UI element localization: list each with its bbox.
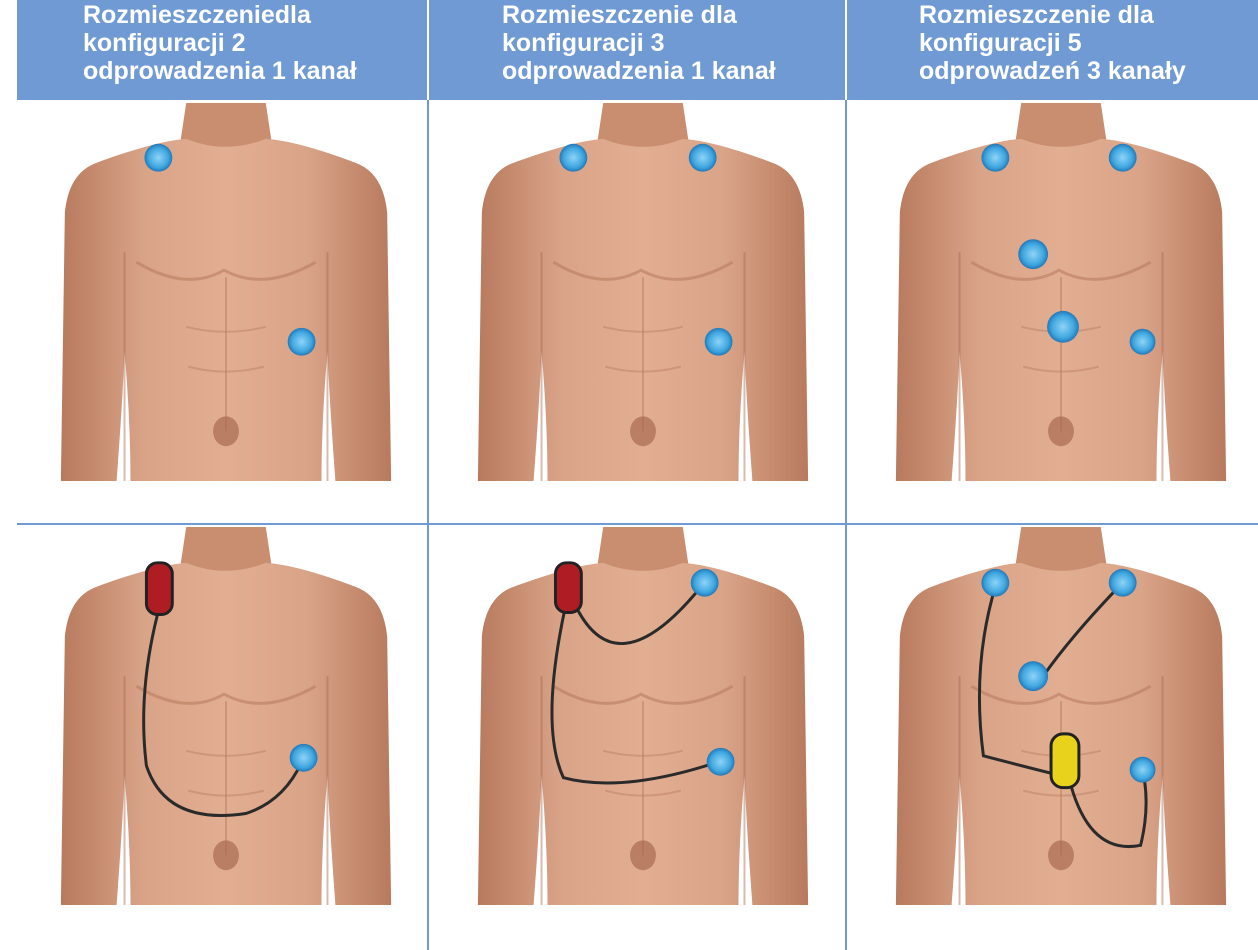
electrode-icon [1047,311,1079,343]
recorder-device-icon [1051,734,1079,788]
placement-image-config-5 [872,102,1250,484]
header-line: odprowadzeń 3 kanały [919,57,1258,85]
electrode-icon [288,328,316,356]
header-line: odprowadzenia 1 kanał [502,57,845,85]
header-line: odprowadzenia 1 kanał [83,57,427,85]
header-line: konfiguracji 3 [502,29,845,57]
column-divider [427,100,429,950]
placement-image-config-3 [454,102,832,484]
placement-image-config-2 [37,102,415,484]
electrode-icon [1109,144,1137,172]
header-line: konfiguracji 2 [83,29,427,57]
torso-illustration [872,102,1250,484]
electrode-icon [689,144,717,172]
electrode-icon [144,144,172,172]
recorder-image-config-3 [454,527,832,907]
header-config-3: Rozmieszczenie dla konfiguracji 3 odprow… [429,0,845,100]
header-line: Rozmieszczenie dla [919,1,1258,29]
header-config-2: Rozmieszczeniedla konfiguracji 2 odprowa… [17,0,427,100]
electrode-icon [290,744,318,772]
electrode-icon [691,569,719,597]
recorder-image-config-5 [872,527,1250,907]
recorder-image-config-2 [37,527,415,907]
electrode-icon [707,748,735,776]
electrode-icon [1018,661,1048,691]
torso-illustration [37,527,415,907]
row-divider [17,523,1258,525]
electrode-icon [981,569,1009,597]
electrode-icon [1130,329,1156,355]
electrode-icon [981,144,1009,172]
electrode-icon [1130,757,1156,783]
torso-illustration [37,102,415,484]
electrode-icon [1018,239,1048,269]
torso-illustration [454,527,832,907]
header-line: Rozmieszczenie dla [502,1,845,29]
header-config-5: Rozmieszczenie dla konfiguracji 5 odprow… [847,0,1258,100]
recorder-device-icon [555,563,581,613]
torso-illustration [872,527,1250,907]
electrode-icon [705,328,733,356]
torso-illustration [454,102,832,484]
recorder-device-icon [146,563,172,615]
electrode-icon [559,144,587,172]
electrode-icon [1109,569,1137,597]
column-divider [845,100,847,950]
header-line: konfiguracji 5 [919,29,1258,57]
header-line: Rozmieszczeniedla [83,1,427,29]
